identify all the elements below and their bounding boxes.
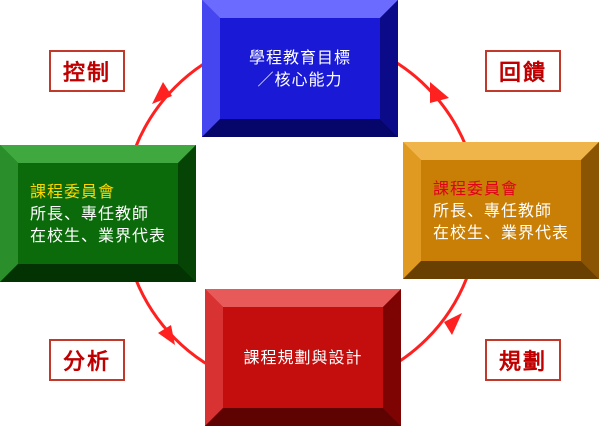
- bevel-orange: [403, 142, 599, 279]
- goal-line-2: ／核心能力: [257, 69, 343, 89]
- committee-left-title: 課程委員會: [30, 181, 116, 201]
- box-committee-left: 課程委員會 所長、專任教師 在校生、業界代表: [0, 145, 196, 282]
- design-line-1: 課程規劃與設計: [243, 347, 363, 367]
- committee-left-line-1: 所長、專任教師: [30, 203, 150, 223]
- arrow-bottom-left: [158, 325, 175, 345]
- bevel-red: [205, 289, 401, 426]
- committee-right-line-1: 所長、專任教師: [433, 200, 553, 220]
- arrow-top-right: [430, 82, 449, 103]
- bevel-green: [0, 145, 196, 282]
- goal-line-1: 學程教育目標: [248, 47, 351, 67]
- committee-left-line-2: 在校生、業界代表: [30, 225, 167, 245]
- arrow-top-left: [152, 82, 172, 104]
- box-committee-right: 課程委員會 所長、專任教師 在校生、業界代表: [403, 142, 599, 279]
- phase-label-control: 控制: [49, 50, 125, 92]
- phase-label-feedback: 回饋: [485, 50, 561, 92]
- box-design: 課程規劃與設計: [205, 289, 401, 426]
- box-goal: 學程教育目標 ／核心能力: [202, 0, 398, 137]
- phase-label-planning: 規劃: [485, 339, 561, 381]
- phase-label-analysis: 分析: [49, 339, 125, 381]
- arrow-bottom-right: [444, 313, 462, 335]
- bevel-blue: [202, 0, 398, 137]
- committee-right-line-2: 在校生、業界代表: [433, 222, 570, 242]
- committee-right-title: 課程委員會: [433, 178, 519, 198]
